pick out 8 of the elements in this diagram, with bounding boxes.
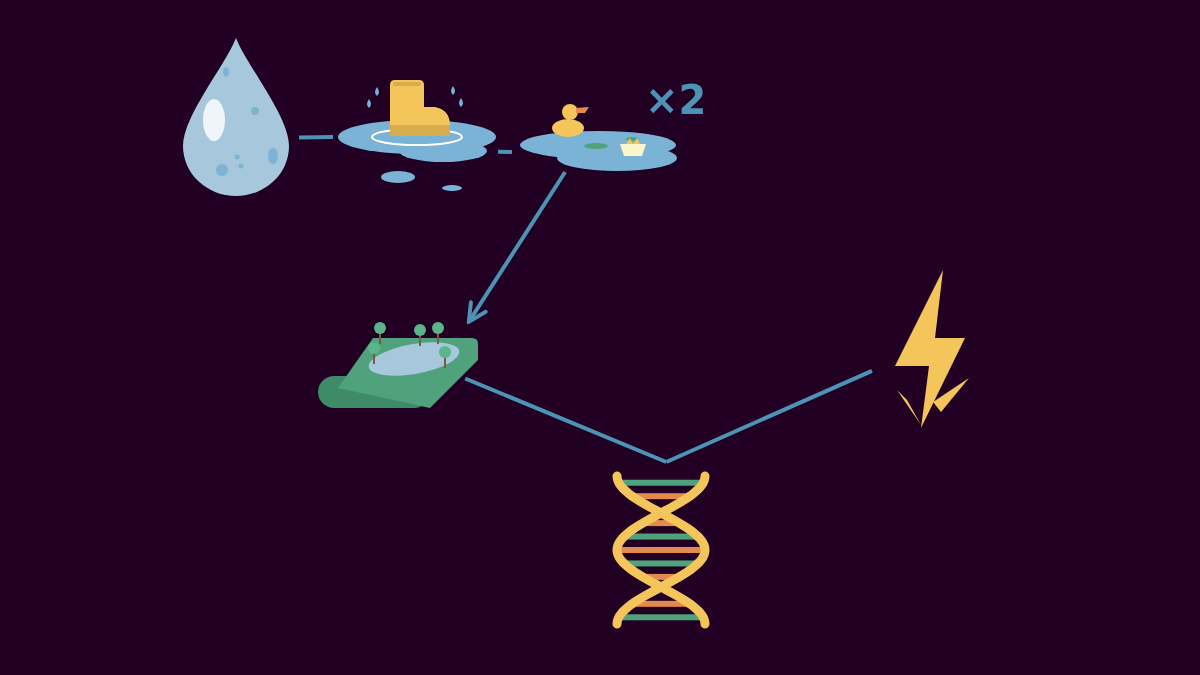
multiplier-text: ×2 bbox=[645, 80, 707, 120]
connector-line bbox=[298, 135, 334, 140]
arrow bbox=[466, 170, 567, 324]
connector-line bbox=[497, 149, 513, 154]
connector-line bbox=[464, 376, 668, 464]
connector-line bbox=[665, 368, 873, 464]
wetland-drawing bbox=[318, 320, 478, 410]
lightning-bolt-drawing bbox=[893, 270, 971, 430]
